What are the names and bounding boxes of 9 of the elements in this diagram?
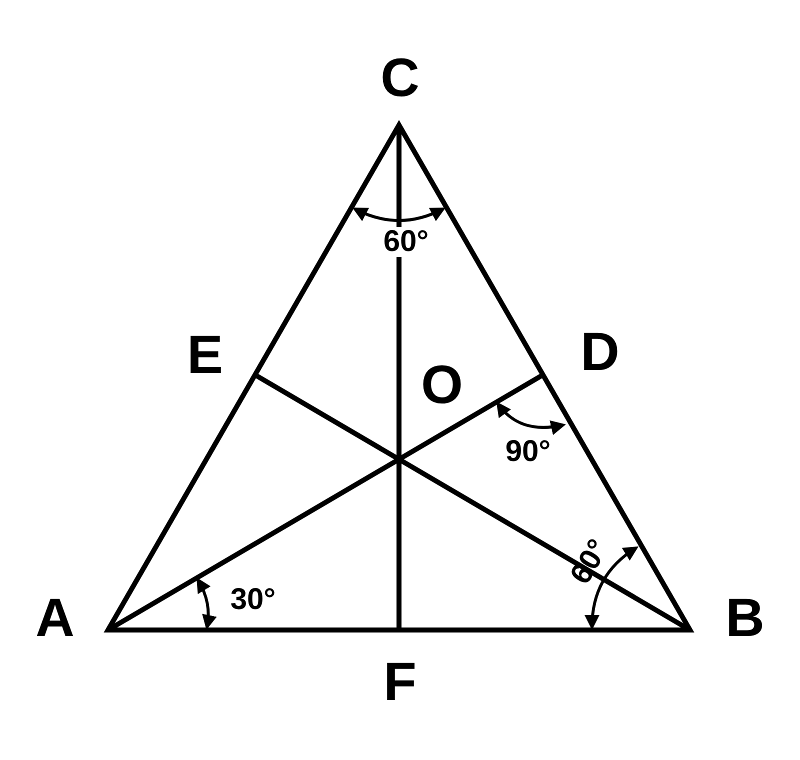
vertex-label: B bbox=[726, 591, 764, 645]
point-label: E bbox=[186, 328, 224, 382]
point-label: O bbox=[421, 358, 463, 412]
vertex-label: C bbox=[380, 51, 420, 105]
angle-label: 90° bbox=[505, 437, 551, 467]
point-label: F bbox=[384, 655, 416, 709]
point-label: D bbox=[580, 325, 620, 379]
vertex-label: A bbox=[36, 591, 74, 645]
angle-label: 30° bbox=[230, 585, 276, 615]
